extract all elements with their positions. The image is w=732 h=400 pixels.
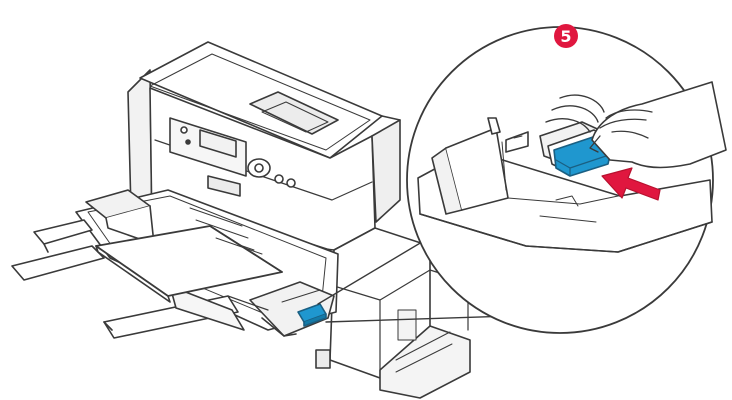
step-badge: 5 bbox=[554, 24, 578, 48]
lcd-display-icon bbox=[199, 129, 237, 158]
printer-illustration bbox=[127, 41, 471, 399]
push-arrow-icon bbox=[601, 167, 661, 201]
paper-guide-lever bbox=[297, 303, 327, 327]
callout-leader-lines bbox=[317, 235, 513, 323]
step-badge-label: 5 bbox=[560, 27, 571, 46]
hand-icon bbox=[589, 81, 727, 169]
zoom-callout bbox=[406, 26, 714, 334]
paper-stack bbox=[95, 225, 283, 303]
